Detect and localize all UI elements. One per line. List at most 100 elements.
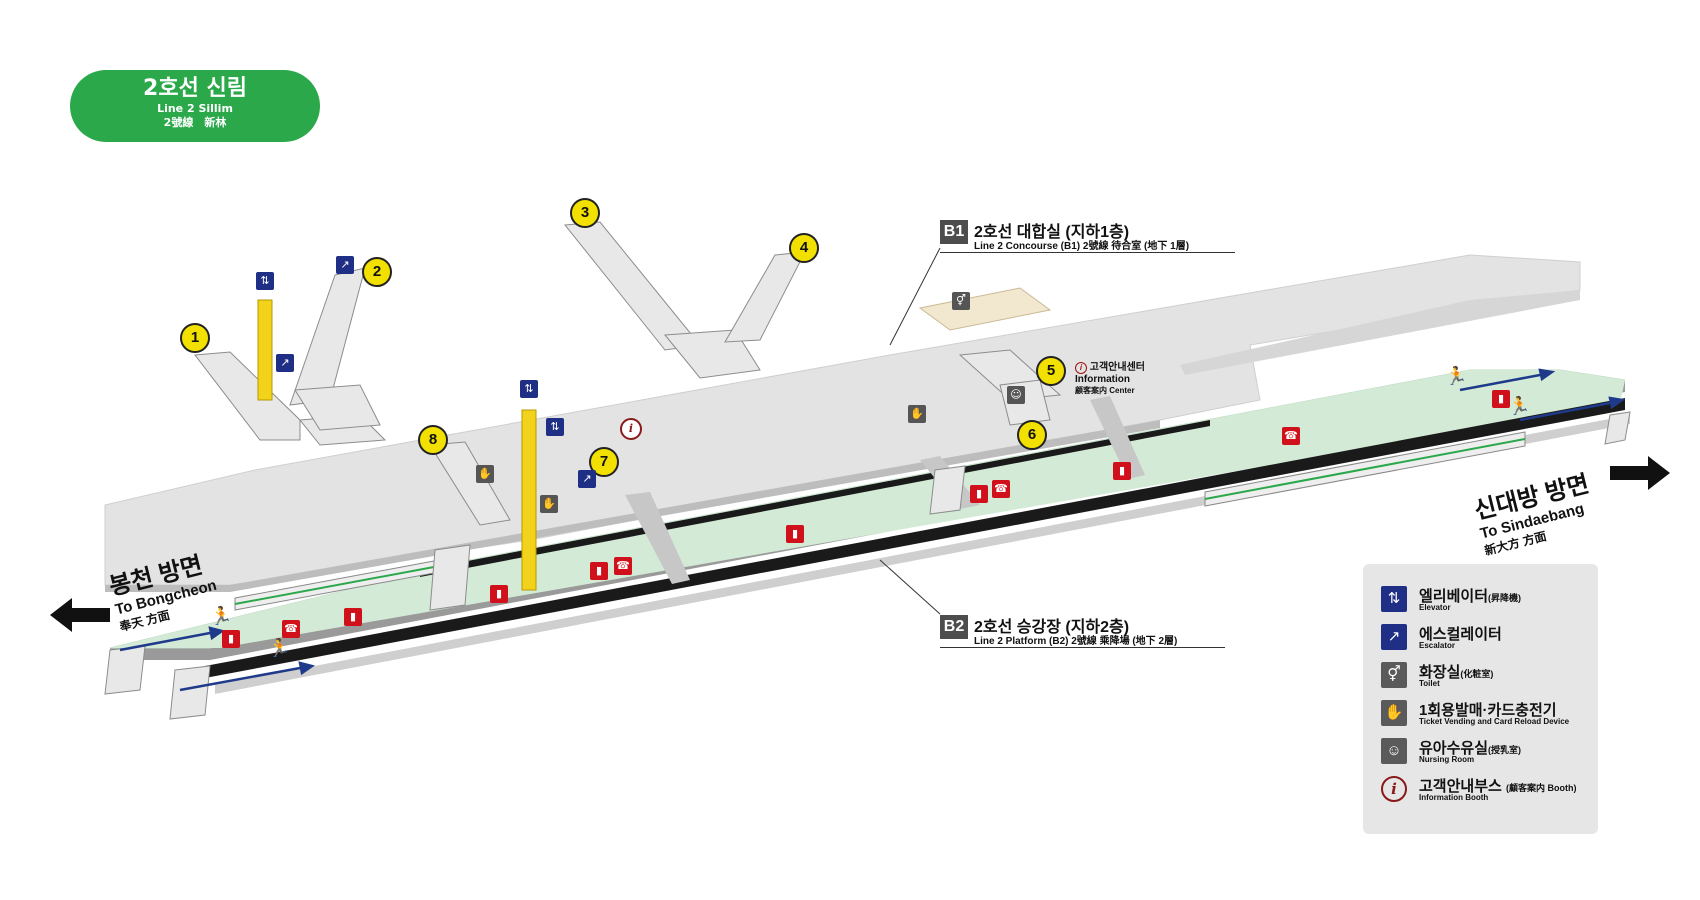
concourse-east-wing bbox=[1180, 290, 1580, 375]
level-name-ko: 2호선 승강장 (지하2층) bbox=[974, 619, 1130, 636]
info-booth-icon: i bbox=[620, 418, 642, 440]
exit-badge: 5 bbox=[1036, 356, 1066, 386]
level-name-ko: 2호선 대합실 (지하1층) bbox=[974, 224, 1130, 241]
legend-en: Nursing Room bbox=[1419, 755, 1475, 764]
fire-extinguisher-icon: ▮ bbox=[970, 485, 988, 503]
toilet-icon: ⚥ bbox=[1381, 662, 1407, 688]
ticket-machine-icon: ✋ bbox=[1381, 700, 1407, 726]
stairs-exit-3 bbox=[564, 221, 761, 379]
stairs-platform bbox=[104, 411, 1631, 720]
info-icon: i bbox=[1075, 362, 1087, 374]
level-name-en: Line 2 Concourse (B1) 2號線 待合室 (地下 1層) bbox=[974, 241, 1190, 252]
stairs-exit-2 bbox=[289, 267, 381, 431]
b2-leader bbox=[879, 559, 941, 615]
fire-extinguisher-icon: ▮ bbox=[786, 525, 804, 543]
exit-badge: 3 bbox=[570, 198, 600, 228]
nursing-room-icon: ☺ bbox=[1381, 738, 1407, 764]
escalator-icon: ↗ bbox=[1381, 624, 1407, 650]
legend-label: 유아수유실(授乳室) bbox=[1419, 737, 1521, 758]
fire-extinguisher-icon: ▮ bbox=[590, 562, 608, 580]
legend-ko: 엘리베이터 bbox=[1419, 588, 1489, 605]
elevator-icon: ⇅ bbox=[546, 418, 564, 436]
elevator-shaft-exit-2 bbox=[257, 299, 273, 401]
station-title-ko: 2호선 신림 bbox=[143, 76, 247, 101]
fire-extinguisher-icon: ▮ bbox=[222, 630, 240, 648]
nursing-room-icon: ☺ bbox=[1007, 386, 1025, 404]
arrow-east-icon bbox=[1610, 456, 1670, 490]
level-name-en: Line 2 Platform (B2) 2號線 乘降場 (地下 2層) bbox=[974, 636, 1178, 647]
toilet-icon: ⚥ bbox=[952, 292, 970, 310]
legend-label: 엘리베이터(昇降機) bbox=[1419, 585, 1521, 606]
fire-extinguisher-icon: ▮ bbox=[1113, 462, 1131, 480]
elevator-icon: ⇅ bbox=[520, 380, 538, 398]
legend-label: 화장실(化粧室) bbox=[1419, 661, 1493, 682]
legend-ko: 유아수유실 bbox=[1419, 740, 1489, 757]
legend-ko: 화장실 bbox=[1419, 664, 1461, 681]
track-far bbox=[420, 420, 1210, 577]
info-center-ko: 고객안내센터 bbox=[1089, 362, 1145, 373]
running-person-icon: 🏃 bbox=[268, 638, 291, 659]
legend-en: Escalator bbox=[1419, 641, 1456, 650]
info-center-sub: 顧客案内 Center bbox=[1075, 386, 1135, 395]
fire-extinguisher-icon: ▮ bbox=[344, 608, 362, 626]
elevator-shaft-platform bbox=[521, 409, 537, 591]
ticket-machine-icon: ✋ bbox=[540, 495, 558, 513]
legend-ko-small: (化粧室) bbox=[1460, 669, 1494, 679]
legend-label: 고객안내부스 (顧客案内 Booth) bbox=[1419, 775, 1576, 796]
exit-badge: 8 bbox=[418, 425, 448, 455]
running-person-icon: 🏃 bbox=[210, 606, 233, 627]
legend-ko-small: (授乳室) bbox=[1488, 745, 1522, 755]
escalator-icon: ↗ bbox=[336, 256, 354, 274]
exit-badge: 1 bbox=[180, 323, 210, 353]
station-title-cn: 2號線 新林 bbox=[163, 116, 227, 129]
emergency-phone-icon: ☎ bbox=[1282, 427, 1300, 445]
legend-ko: 1회용발매·카드충전기 bbox=[1419, 702, 1557, 719]
level-tag: B2 bbox=[940, 615, 968, 639]
legend-ko: 에스컬레이터 bbox=[1419, 626, 1502, 643]
track bbox=[205, 398, 1625, 678]
running-person-icon: 🏃 bbox=[1445, 366, 1468, 387]
flow-arrows bbox=[119, 368, 1626, 692]
escalator-icon: ↗ bbox=[578, 470, 596, 488]
level-rule bbox=[940, 647, 1225, 648]
legend-en: Ticket Vending and Card Reload Device bbox=[1419, 717, 1570, 726]
station-title-en: Line 2 Sillim bbox=[157, 102, 233, 115]
fire-extinguisher-icon: ▮ bbox=[1492, 390, 1510, 408]
toilet-block bbox=[918, 287, 1052, 331]
legend-label: 1회용발매·카드충전기 bbox=[1419, 699, 1557, 720]
legend-label: 에스컬레이터 bbox=[1419, 623, 1502, 644]
info-center-en: Information bbox=[1075, 374, 1130, 385]
escalator-icon: ↗ bbox=[276, 354, 294, 372]
elevator-icon: ⇅ bbox=[256, 272, 274, 290]
fire-extinguisher-icon: ▮ bbox=[490, 585, 508, 603]
exit-badge: 6 bbox=[1017, 420, 1047, 450]
info-center-label: i 고객안내센터 Information 顧客案内 Center bbox=[1075, 362, 1145, 396]
platform-floor-upper bbox=[110, 370, 1625, 648]
stairs-exit-4 bbox=[724, 251, 806, 343]
arrow-west-icon bbox=[50, 598, 110, 632]
b1-leader bbox=[889, 247, 941, 346]
emergency-phone-icon: ☎ bbox=[992, 480, 1010, 498]
emergency-phone-icon: ☎ bbox=[282, 620, 300, 638]
ticket-machine-icon: ✋ bbox=[908, 405, 926, 423]
station-badge: 2호선 신림 Line 2 Sillim 2號線 新林 bbox=[70, 70, 320, 142]
legend-ko-small: (昇降機) bbox=[1488, 593, 1522, 603]
exit-badge: 2 bbox=[362, 257, 392, 287]
train-east bbox=[1204, 431, 1526, 507]
pillar bbox=[625, 492, 690, 584]
stairs-exit-8 bbox=[429, 441, 511, 526]
legend-ko-small: (顧客案内 Booth) bbox=[1505, 783, 1577, 793]
level-rule bbox=[940, 252, 1235, 253]
emergency-phone-icon: ☎ bbox=[614, 557, 632, 575]
level-tag: B1 bbox=[940, 220, 968, 244]
legend-ko: 고객안내부스 bbox=[1419, 778, 1502, 795]
legend-panel: ⇅ 엘리베이터(昇降機) Elevator ↗ 에스컬레이터 Escalator… bbox=[1363, 564, 1598, 834]
exit-badge: 4 bbox=[789, 233, 819, 263]
info-booth-icon: i bbox=[1381, 776, 1407, 802]
legend-en: Information Booth bbox=[1419, 793, 1489, 802]
legend-en: Toilet bbox=[1419, 679, 1440, 688]
ticket-machine-icon: ✋ bbox=[476, 465, 494, 483]
running-person-icon: 🏃 bbox=[1508, 396, 1531, 417]
